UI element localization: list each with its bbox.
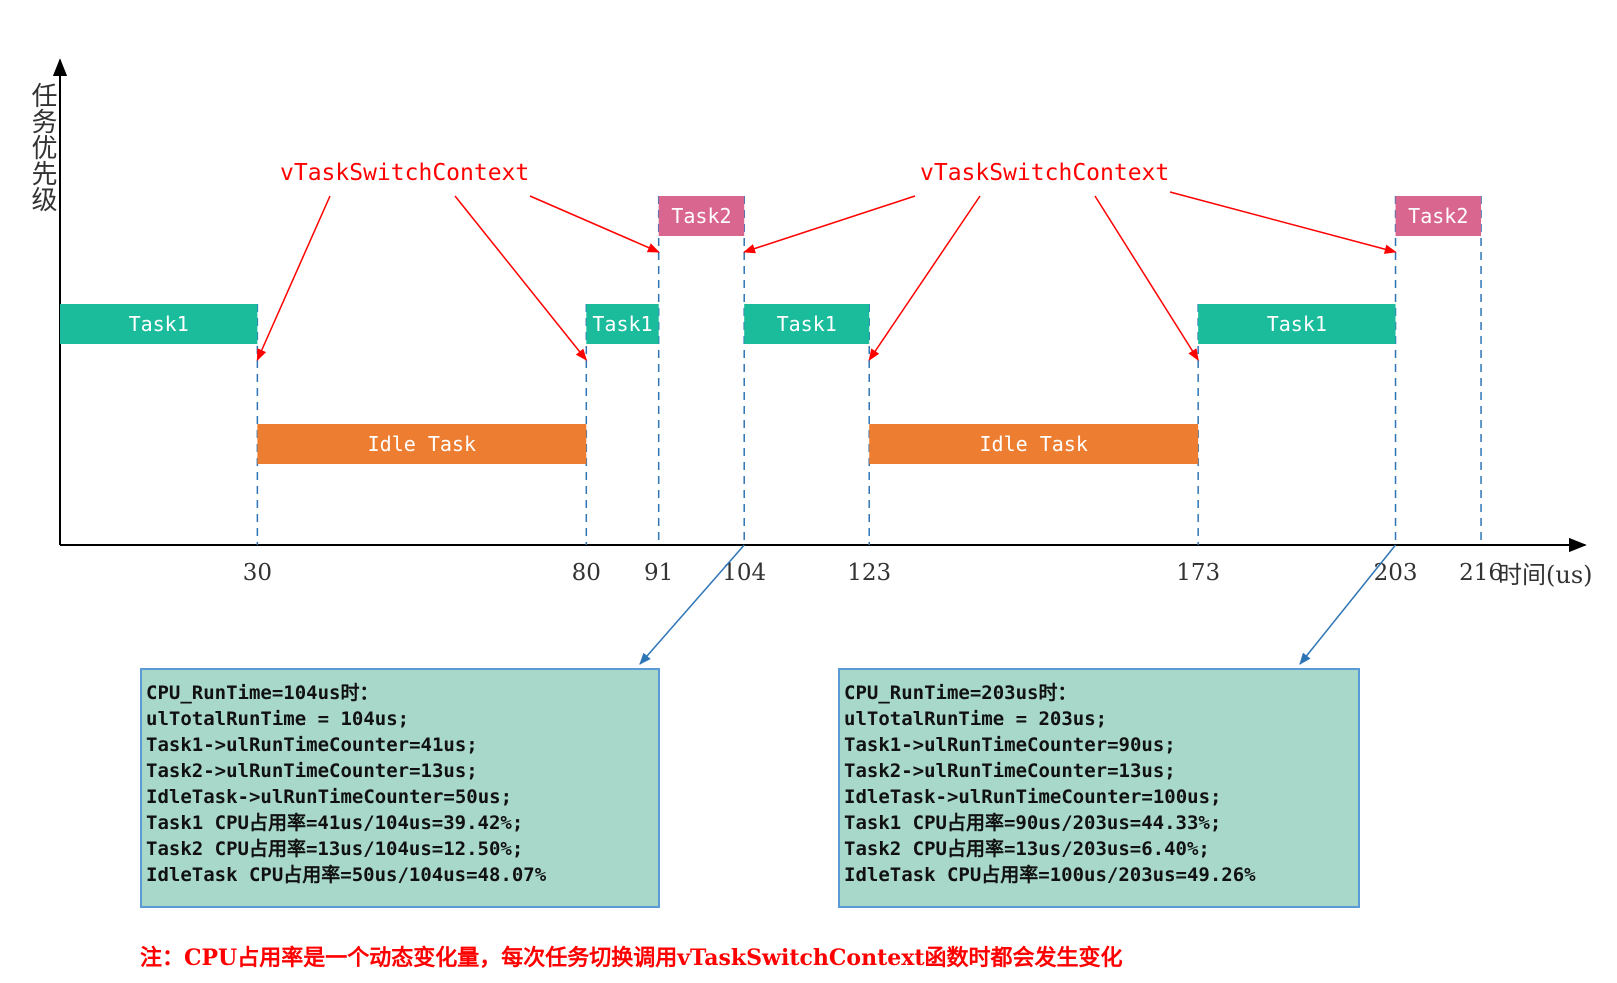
bar-label-104: Task1 [777, 312, 837, 336]
info-pointer-104 [639, 544, 745, 665]
bar-idle-task-30 [257, 424, 587, 464]
switch-arrow-173 [1094, 195, 1199, 362]
switch-arrow-203 [1169, 191, 1397, 254]
info-line: Task2 CPU占用率=13us/104us=12.50%; [146, 838, 524, 860]
tick-label-104: 104 [722, 560, 766, 586]
switch-arrow-123 [868, 195, 981, 361]
info-line: Task1 CPU占用率=90us/203us=44.33%; [844, 812, 1222, 834]
info-line: CPU_RunTime=203us时： [844, 682, 1077, 704]
tick-label-173: 173 [1176, 560, 1220, 586]
bar-task1-104 [744, 304, 870, 344]
bar-task1-80 [586, 304, 659, 344]
switch-guide-lines [256, 196, 1482, 545]
bar-idle-task-123 [869, 424, 1199, 464]
bar-label-203: Task2 [1408, 204, 1468, 228]
bar-task2-91 [658, 196, 745, 236]
bar-label-123: Idle Task [979, 432, 1087, 456]
context-switch-label-1: vTaskSwitchContext [280, 160, 529, 186]
tick-label-91: 91 [644, 560, 673, 586]
context-switch-arrows [256, 191, 1397, 362]
info-line: Task2->ulRunTimeCounter=13us; [146, 760, 478, 782]
info-line: Task1->ulRunTimeCounter=41us; [146, 734, 478, 756]
footnote: 注：CPU占用率是一个动态变化量，每次任务切换调用vTaskSwitchCont… [140, 945, 1123, 971]
info-line: Task2->ulRunTimeCounter=13us; [844, 760, 1176, 782]
tick-label-80: 80 [572, 560, 601, 586]
bar-task1-173 [1198, 304, 1396, 344]
info-line: ulTotalRunTime = 203us; [844, 708, 1108, 730]
bar-label-80: Task1 [592, 312, 652, 336]
bar-label-173: Task1 [1267, 312, 1327, 336]
switch-arrow-80 [454, 195, 588, 361]
tick-label-30: 30 [243, 560, 272, 586]
info-line: IdleTask CPU占用率=100us/203us=49.26% [844, 864, 1256, 886]
tick-label-123: 123 [847, 560, 891, 586]
info-line: ulTotalRunTime = 104us; [146, 708, 410, 730]
info-line: IdleTask->ulRunTimeCounter=100us; [844, 786, 1222, 808]
info-line: CPU_RunTime=104us时： [146, 682, 379, 704]
info-line: Task1 CPU占用率=41us/104us=39.42%; [146, 812, 524, 834]
switch-arrow-30 [256, 195, 331, 362]
bar-label-91: Task2 [671, 204, 731, 228]
info-line: IdleTask CPU占用率=50us/104us=48.07% [146, 864, 547, 886]
info-pointer-203 [1299, 544, 1397, 665]
context-switch-label-2: vTaskSwitchContext [920, 160, 1169, 186]
switch-arrow-104 [743, 195, 916, 254]
bar-label-0: Task1 [129, 312, 189, 336]
cpu-usage-box-203us: CPU_RunTime=203us时： ulTotalRunTime = 203u… [838, 668, 1360, 908]
y-axis-label: 任务优先级 [27, 82, 57, 212]
info-line: Task2 CPU占用率=13us/203us=6.40%; [844, 838, 1210, 860]
x-axis-label: 时间(us) [1498, 561, 1593, 589]
info-line: IdleTask->ulRunTimeCounter=50us; [146, 786, 513, 808]
info-box-pointers [639, 544, 1397, 665]
switch-arrow-91 [529, 195, 660, 253]
cpu-usage-box-104us: CPU_RunTime=104us时： ulTotalRunTime = 104u… [140, 668, 660, 908]
bar-task1-0 [60, 304, 258, 344]
info-line: Task1->ulRunTimeCounter=90us; [844, 734, 1176, 756]
bar-label-30: Idle Task [368, 432, 476, 456]
bar-task2-203 [1395, 196, 1482, 236]
tick-label-216: 216 [1459, 560, 1503, 586]
